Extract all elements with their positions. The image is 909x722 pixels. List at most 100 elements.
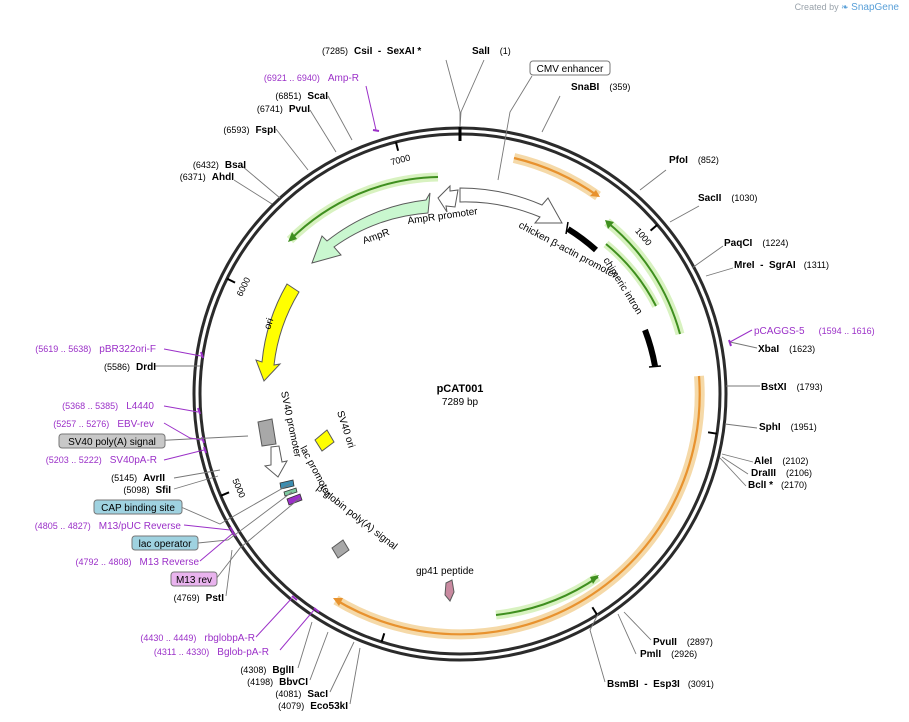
sv40-polya-label: SV40 poly(A) signal [68, 437, 156, 448]
orf-arrowhead [333, 598, 343, 606]
credit-prefix: Created by [794, 2, 839, 12]
cap-binding-site-box [93, 499, 183, 515]
intron-segment-bottom [642, 328, 658, 367]
enzyme-label-bsmbi: BsmBI - Esp3I(3091) [607, 679, 714, 690]
ampr-promoter-feature [437, 184, 459, 213]
intron-segment-top [566, 226, 599, 253]
enzyme-label-sacii: SacII(1030) [698, 193, 757, 204]
cmv-enhancer-label: CMV enhancer [537, 64, 604, 75]
sv40-polya-box [58, 433, 166, 449]
tick-mark [591, 606, 598, 616]
enzyme-label-draiii: DraIII(2106) [751, 468, 812, 479]
enzyme-label-psti: (4769)PstI [174, 593, 225, 604]
green-arrow-topleft [289, 176, 439, 241]
tick-label: 6000 [235, 276, 253, 298]
enzyme-label-bglii: (4308)BglII [240, 665, 294, 676]
primer-leader-lines [163, 85, 753, 651]
credit-brand: SnapGene [851, 2, 899, 13]
enzyme-label-bcli: BclI *(2170) [748, 480, 807, 491]
feature-label-gp41-peptide: gp41 peptide [416, 566, 474, 577]
chicken-actin-promoter-feature [459, 187, 563, 224]
tick-mark [380, 633, 386, 643]
enzyme-label-sfii: (5098)SfiI [123, 485, 171, 496]
cmv-enhancer-band [512, 153, 601, 201]
cap-binding-site-label: CAP binding site [101, 503, 175, 514]
green-arrowhead-right-a [605, 220, 614, 229]
green-arrow-right-a [606, 221, 681, 335]
green-arrow-bottom [495, 576, 599, 616]
m13-rev-label: M13 rev [176, 575, 212, 586]
feature-label-ampr: AmpR [361, 227, 391, 247]
feature-label-ori: ori [262, 317, 276, 331]
enzyme-label-drdi: (5586)DrdI [104, 362, 156, 373]
enzyme-label-xbai: XbaI(1623) [758, 344, 815, 355]
cmv-enhancer-arrowhead [590, 190, 600, 197]
enzyme-label-pmli: PmlI(2926) [640, 649, 697, 660]
primer-label-pcaggs-5: pCAGGS-5(1594 .. 1616) [754, 326, 875, 337]
snapgene-logo-icon: ❧ [841, 2, 849, 12]
sv40-ori-feature [314, 429, 335, 452]
primer-label-bglob-pa-r: (4311 .. 4330)Bglob-pA-R [154, 647, 269, 658]
enzyme-label-sali: SalI(1) [472, 46, 511, 57]
sv40-promoter-feature [263, 445, 288, 478]
leader-lines [149, 59, 760, 705]
enzyme-label-bsai: (6432)BsaI [193, 160, 246, 171]
feature-label-chimeric-intron: chimeric intron [600, 256, 644, 317]
tick-mark [226, 277, 236, 284]
m13-rev-feature [286, 493, 303, 506]
enzyme-label-bbvci: (4198)BbvCI [247, 677, 308, 688]
enzyme-label-alei: AleI(2102) [754, 456, 808, 467]
tick-mark [707, 431, 718, 435]
enzyme-label-scai: (6851)ScaI [275, 91, 328, 102]
feature-label-sv40-ori: SV40 ori [334, 410, 356, 450]
primer-label-pbr322ori-f: (5619 .. 5638)pBR322ori-F [35, 344, 156, 355]
enzyme-label-sphi: SphI(1951) [759, 422, 817, 433]
plasmid-length: 7289 bp [442, 397, 479, 408]
feature-label-chicken-actin-promoter: chicken β-actin promoter [517, 220, 620, 282]
gp41-peptide-feature [444, 579, 455, 602]
green-arrowhead-bottom [590, 575, 599, 584]
primer-label-sv40pa-r: (5203 .. 5222)SV40pA-R [46, 455, 157, 466]
feature-label-beta-globin-polya: β-globin poly(A) signal [314, 483, 399, 553]
primer-label-rbglobpa-r: (4430 .. 4449)rbglobpA-R [140, 633, 255, 644]
primer-label-ebv-rev: (5257 .. 5276)EBV-rev [53, 419, 154, 430]
beta-globin-polya-feature [331, 539, 350, 559]
plasmid-name: pCAT001 [437, 383, 484, 395]
enzyme-label-fspi: (6593)FspI [223, 125, 276, 136]
tick-mark [394, 141, 400, 151]
lac-operator-box [131, 535, 199, 551]
primer-label-amp-r: (6921 .. 6940)Amp-R [264, 73, 359, 84]
m13-rev-box [170, 571, 218, 587]
intron-tick-top [565, 221, 569, 235]
green-arrow-right-b [605, 243, 657, 307]
enzyme-label-csii: (7285)CsiI - SexAI * [322, 46, 421, 57]
primer-label-m13-reverse: (4792 .. 4808)M13 Reverse [75, 557, 199, 568]
snapgene-credit: Created by ❧ SnapGene [795, 2, 899, 13]
enzyme-label-eco53ki: (4079)Eco53kI [278, 701, 348, 712]
enzyme-label-paqci: PaqCI(1224) [724, 238, 788, 249]
sv40-polya-feature [257, 418, 277, 447]
tick-label: 7000 [389, 153, 411, 168]
primer-label-m13-puc-reverse: (4805 .. 4827)M13/pUC Reverse [35, 521, 182, 532]
primer-label-l4440: (5368 .. 5385)L4440 [62, 401, 154, 412]
enzyme-label-saci: (4081)SacI [275, 689, 328, 700]
primer-marks [197, 129, 732, 613]
tick-label: 5000 [230, 477, 247, 499]
enzyme-label-pfoi: PfoI(852) [669, 155, 719, 166]
enzyme-label-ahdi: (6371)AhdI [180, 172, 234, 183]
tick-mark [220, 491, 230, 497]
intron-tick-bottom [648, 365, 662, 368]
cmv-enhancer-box [529, 60, 611, 76]
cap-site-feature [283, 487, 298, 497]
enzyme-label-avrii: (5145)AvrII [111, 473, 165, 484]
enzyme-label-bstxi: BstXI(1793) [761, 382, 823, 393]
enzyme-label-mrei: MreI - SgrAI(1311) [734, 260, 829, 271]
enzyme-label-pvui: (6741)PvuI [257, 104, 310, 115]
lac-promoter-feature [279, 479, 295, 490]
tick-mark [649, 224, 659, 232]
orf-band [333, 375, 705, 640]
cmv-enhancer-arrow [513, 156, 599, 197]
orf-arrow [335, 375, 701, 636]
lac-operator-label: lac operator [139, 539, 192, 550]
